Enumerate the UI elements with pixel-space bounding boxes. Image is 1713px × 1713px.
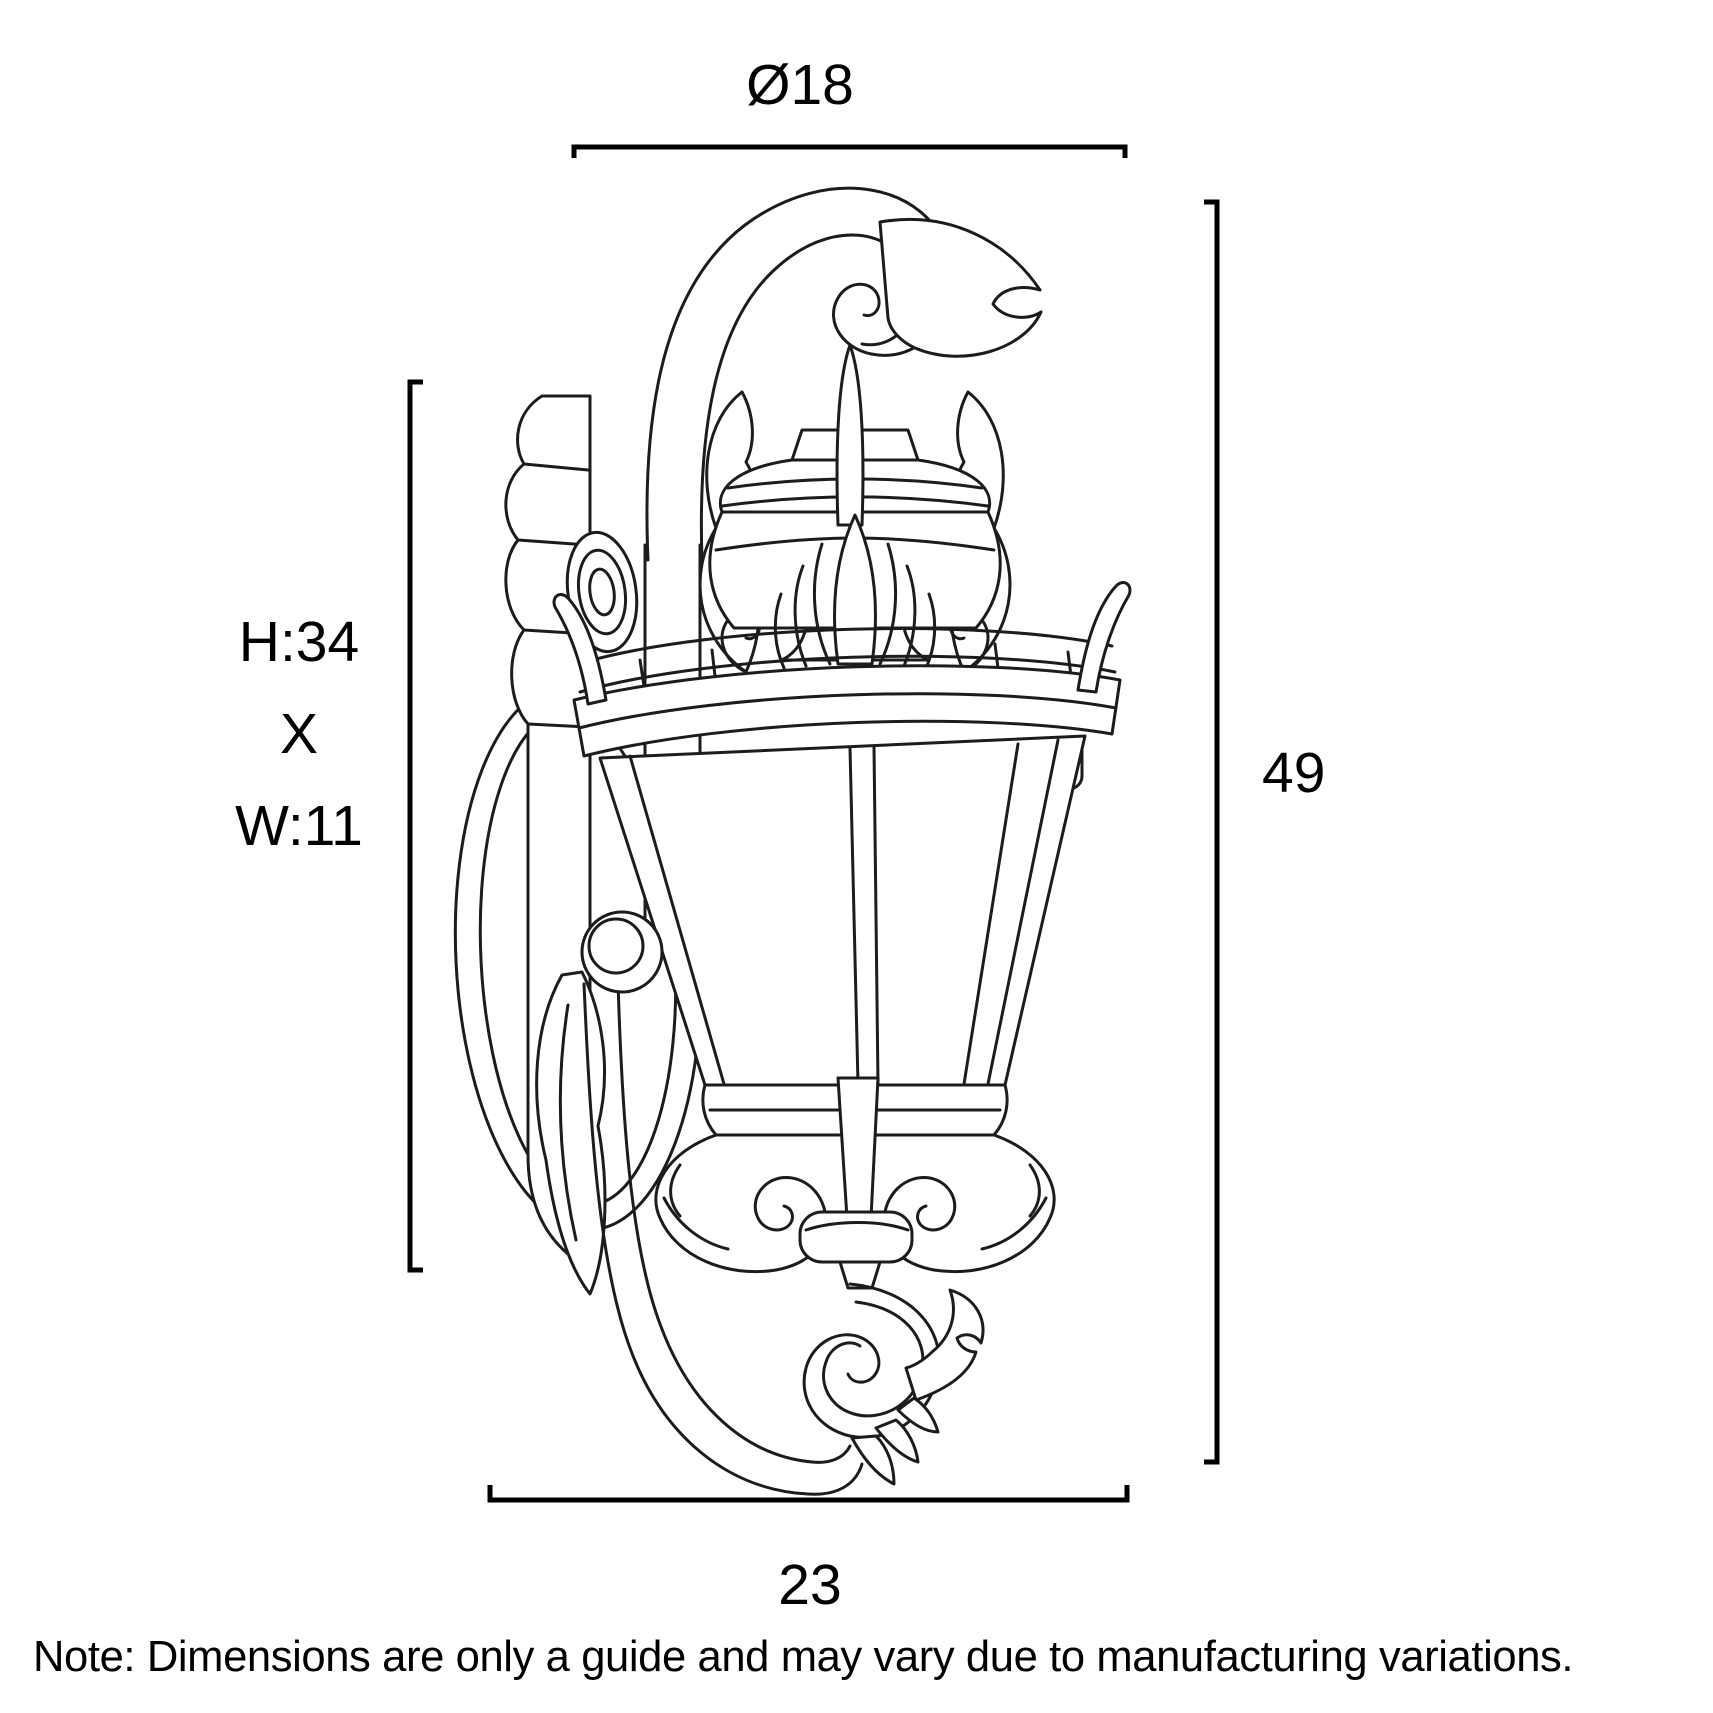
bottom-scroll [802, 1282, 985, 1486]
glass-body [598, 734, 1087, 1087]
bottom-width-label: 23 [778, 1553, 842, 1617]
scroll-leaf-flourish [878, 217, 1043, 358]
note-text: Note: Dimensions are only a guide and ma… [33, 1632, 1574, 1681]
top-diameter-label: Ø18 [746, 53, 854, 117]
left-dimensions-label: H:34 X W:11 [185, 596, 413, 872]
central-strap [836, 1076, 880, 1220]
palmette-ornament [773, 513, 937, 670]
right-height-bracket [1204, 199, 1220, 1465]
left-dim-separator: X [279, 702, 319, 766]
scroll-leaf-right [904, 1288, 985, 1402]
cornice-frieze [578, 627, 1117, 694]
left-corner-prong [552, 593, 608, 706]
top-rim-band [552, 581, 1132, 805]
left-dim-height: H:34 [238, 610, 360, 674]
right-height-label: 49 [1262, 741, 1326, 805]
top-diameter-bracket [571, 144, 1128, 158]
leaf-cup [654, 1133, 1056, 1274]
left-height-bracket [407, 379, 423, 1273]
collar-ring [798, 1210, 914, 1290]
finial-spike [835, 343, 865, 527]
right-corner-prong [1076, 581, 1132, 694]
lower-sweep-arm [582, 980, 864, 1496]
bottom-width-bracket [487, 1485, 1130, 1503]
pivot-knob [580, 910, 664, 994]
left-dim-width: W:11 [235, 794, 363, 858]
wall-mount-plate [504, 394, 639, 1296]
hanging-leaf [535, 970, 607, 1296]
upper-scroll-arm [645, 186, 1043, 562]
